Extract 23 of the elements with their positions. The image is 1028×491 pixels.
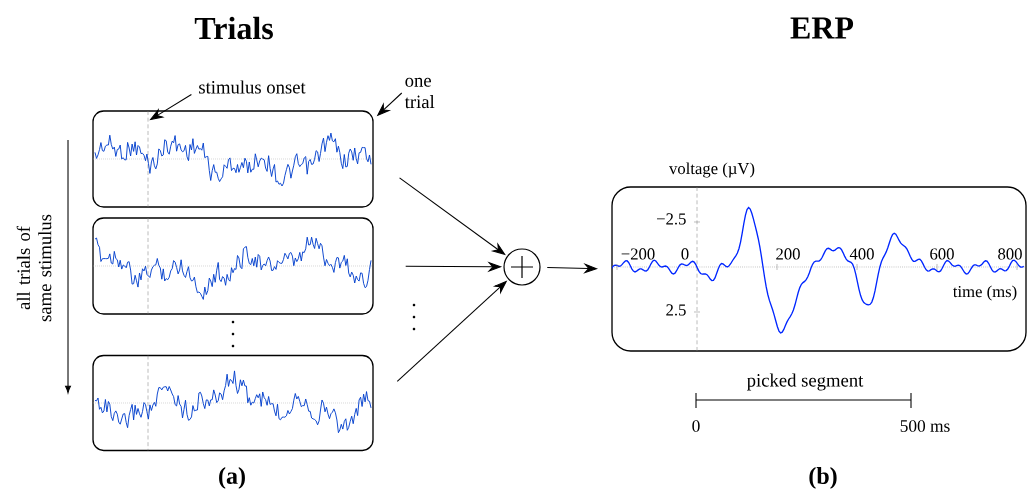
annotation-text: one trial (404, 77, 435, 109)
trial-box (92, 354, 374, 452)
tick-label: 0 (681, 248, 689, 260)
annotation-text: stimulus onset (199, 80, 306, 94)
tick-label: −2.5 (657, 213, 686, 225)
axis-label: voltage (µV) (669, 162, 755, 178)
panel-title: Trials (194, 16, 273, 40)
annotation-text: 500 ms (900, 420, 950, 432)
tick-label: 400 (849, 248, 874, 260)
tick-label: 600 (930, 248, 954, 260)
annotation-text: 0 (692, 420, 700, 432)
tick-label: −200 (621, 248, 655, 260)
sum-circle (503, 248, 541, 286)
trial-box (92, 110, 374, 208)
panel-caption: (b) (809, 467, 837, 489)
axis-label: all trials of same stimulus (16, 214, 52, 322)
axis-label: time (ms) (953, 285, 1017, 301)
panel-title: ERP (790, 17, 854, 39)
annotation-text: picked segment (747, 373, 864, 391)
tick-label: 800 (998, 248, 1022, 260)
trial-box (92, 217, 374, 315)
tick-label: 200 (776, 248, 800, 260)
tick-label: 2.5 (666, 304, 686, 316)
